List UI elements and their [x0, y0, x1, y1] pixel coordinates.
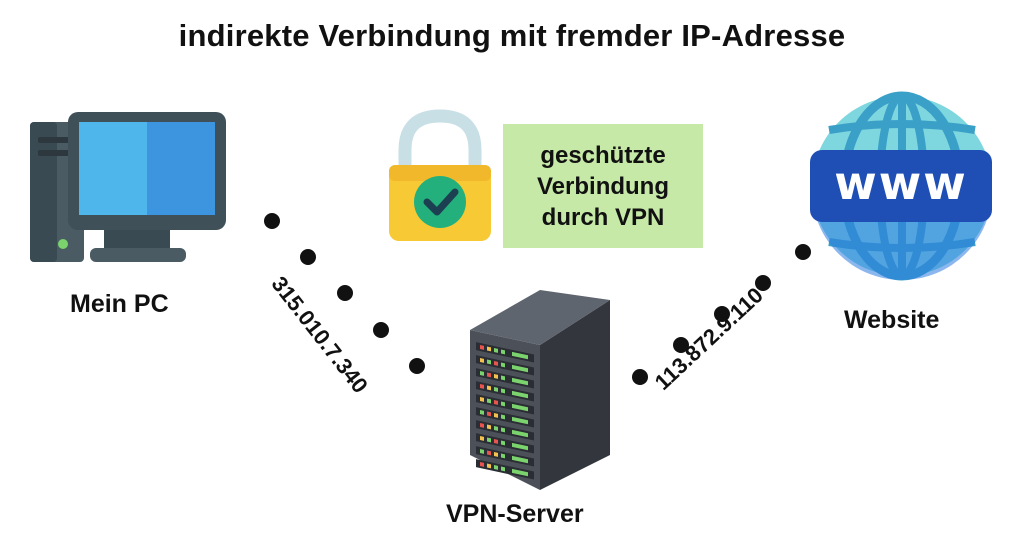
- server-led: [501, 349, 505, 355]
- server-led: [480, 436, 484, 441]
- connection-dot: [714, 306, 730, 322]
- vpn-info-box: geschützte Verbindung durch VPN: [503, 124, 703, 248]
- server-led: [494, 348, 498, 353]
- server-status-bar: [512, 455, 528, 464]
- server-led: [480, 358, 484, 363]
- server-led: [501, 362, 505, 368]
- server-status-bar: [512, 442, 528, 451]
- server-led: [494, 452, 498, 457]
- www-globe-icon: www: [810, 91, 992, 281]
- connection-dot: [264, 213, 280, 229]
- server-led: [487, 346, 491, 352]
- connection-pc-to-vpn: [264, 213, 425, 374]
- server-led: [487, 398, 491, 404]
- server-led: [501, 388, 505, 394]
- server-led: [487, 437, 491, 443]
- connection-dot: [373, 322, 389, 338]
- server-status-bar: [512, 416, 528, 425]
- server-led: [494, 400, 498, 405]
- server-led: [487, 385, 491, 391]
- vpn-info-text: geschützte Verbindung durch VPN: [537, 141, 669, 231]
- server-led: [494, 439, 498, 444]
- server-led: [501, 453, 505, 459]
- server-led: [487, 463, 491, 469]
- page-title: indirekte Verbindung mit fremder IP-Adre…: [178, 18, 846, 53]
- server-led: [480, 345, 484, 350]
- server-led: [501, 401, 505, 407]
- server-led: [494, 361, 498, 366]
- server-led: [501, 440, 505, 446]
- connection-vpn-to-website: [632, 244, 811, 385]
- server-led: [480, 371, 484, 376]
- connection-dot: [337, 285, 353, 301]
- connection-dot: [673, 337, 689, 353]
- server-led: [501, 427, 505, 433]
- server-slots: [476, 342, 534, 480]
- node-label-pc: Mein PC: [70, 290, 169, 318]
- www-text: www: [834, 156, 968, 210]
- connection-dot: [632, 369, 648, 385]
- server-led: [494, 413, 498, 418]
- server-led: [487, 359, 491, 365]
- server-status-bar: [512, 351, 528, 360]
- server-led: [494, 387, 498, 392]
- server-led: [480, 423, 484, 428]
- padlock-checkmark-icon: [389, 109, 491, 241]
- server-led: [501, 466, 505, 472]
- server-led: [480, 397, 484, 402]
- server-status-bar: [512, 364, 528, 373]
- server-status-bar: [512, 377, 528, 386]
- server-led: [494, 426, 498, 431]
- node-label-website: Website: [844, 306, 940, 334]
- server-led: [480, 410, 484, 415]
- server-led: [480, 449, 484, 454]
- server-led: [494, 465, 498, 470]
- server-led: [487, 372, 491, 378]
- server-led: [501, 414, 505, 420]
- server-status-bar: [512, 429, 528, 438]
- connection-dot: [795, 244, 811, 260]
- server-led: [487, 411, 491, 417]
- server-led: [501, 375, 505, 381]
- server-status-bar: [512, 390, 528, 399]
- connection-dot: [300, 249, 316, 265]
- server-led: [494, 374, 498, 379]
- connection-dot: [755, 275, 771, 291]
- server-led: [487, 450, 491, 456]
- node-label-vpn-server: VPN-Server: [446, 500, 584, 528]
- server-led: [480, 384, 484, 389]
- server-led: [487, 424, 491, 430]
- connection-dot: [409, 358, 425, 374]
- server-status-bar: [512, 468, 528, 477]
- server-status-bar: [512, 403, 528, 412]
- server-led: [480, 462, 484, 467]
- desktop-computer-icon: [30, 112, 226, 262]
